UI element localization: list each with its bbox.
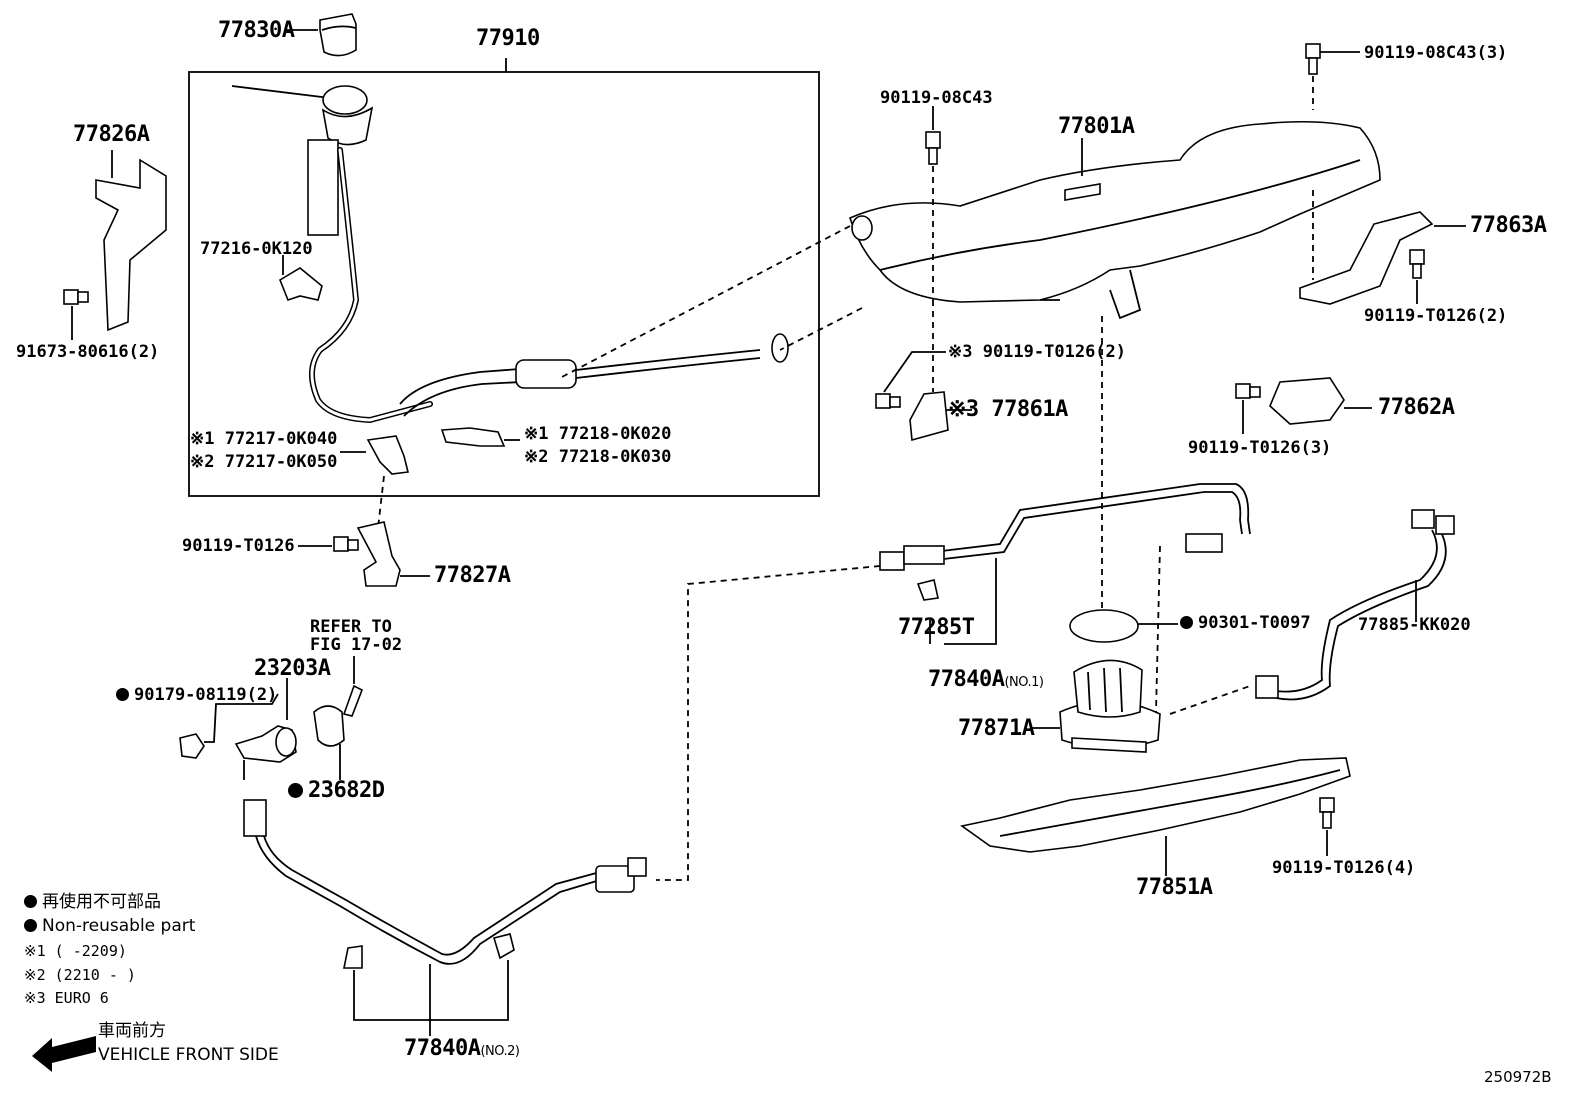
non-reusable-dot-icon [116, 688, 129, 701]
label-90301-T0097[interactable]: 90301-T0097 [1180, 615, 1311, 632]
bolt-90119-T0126-4-part[interactable] [1319, 797, 1335, 829]
label-77840A-no1-sub: (NO.1) [1004, 675, 1044, 690]
label-90301-text: 90301-T0097 [1198, 613, 1311, 633]
bracket-77861A-part[interactable] [909, 391, 949, 442]
label-91673-80616[interactable]: 91673-80616(2) [16, 342, 160, 362]
stud-refer-part[interactable] [342, 684, 364, 717]
gasket-23682D-part[interactable] [313, 705, 345, 747]
non-reusable-dot-icon [288, 783, 303, 798]
harness-77885-part[interactable] [1255, 509, 1455, 701]
bracket-77863A-part[interactable] [1299, 211, 1434, 305]
label-90119-T0126-4[interactable]: 90119-T0126(4) [1272, 858, 1416, 878]
filler-pipe-part[interactable] [231, 85, 789, 424]
legend-non-reusable-en: Non-reusable part [24, 918, 195, 935]
label-77218-0K020[interactable]: ※1 77218-0K020 [524, 424, 672, 444]
label-77840A-no1-code: 77840A [928, 667, 1005, 692]
front-side-en: VEHICLE FRONT SIDE [98, 1045, 279, 1065]
label-77285T[interactable]: 77285T [898, 615, 975, 640]
label-77862A[interactable]: 77862A [1378, 395, 1455, 420]
clip-77216-part[interactable] [279, 267, 323, 301]
tube-77840A-no1-part[interactable] [879, 483, 1251, 571]
label-77216-0K120[interactable]: 77216-0K120 [200, 239, 313, 259]
label-77840A-no1[interactable]: 77840A(NO.1) [928, 667, 1044, 692]
label-77826A[interactable]: 77826A [73, 122, 150, 147]
front-arrow-icon [32, 1036, 96, 1072]
non-reusable-dot-icon [1180, 616, 1193, 629]
legend-en-text: Non-reusable part [42, 916, 196, 936]
label-77218-0K030[interactable]: ※2 77218-0K030 [524, 447, 672, 467]
label-77885-KK020[interactable]: 77885-KK020 [1358, 615, 1471, 635]
legend-note-2: ※2 (2210 - ) [24, 966, 136, 984]
label-77851A[interactable]: 77851A [1136, 875, 1213, 900]
bracket-77827A-part[interactable] [356, 521, 401, 587]
label-90119-T0126-2-right[interactable]: 90119-T0126(2) [1364, 306, 1508, 326]
cap-77830A-part[interactable] [319, 13, 357, 57]
non-reusable-dot-icon [24, 919, 37, 932]
legend-note-1: ※1 ( -2209) [24, 942, 127, 960]
assembly-box-77910 [188, 71, 820, 497]
pump-77871A-part[interactable] [1059, 659, 1161, 753]
bolt-90119-T0126-2-center-part[interactable] [875, 393, 901, 409]
valve-23203A-part[interactable] [234, 725, 297, 780]
label-90119-T0126-3[interactable]: 90119-T0126(3) [1188, 438, 1332, 458]
clip-77217-part[interactable] [366, 435, 409, 475]
label-23682D[interactable]: 23682D [288, 778, 385, 803]
label-77217-0K050[interactable]: ※2 77217-0K050 [190, 452, 338, 472]
legend-note-3: ※3 EURO 6 [24, 989, 109, 1007]
clip-77218-part[interactable] [440, 427, 506, 447]
bolt-90119-08C43-part[interactable] [925, 131, 941, 165]
label-23682D-text: 23682D [308, 778, 385, 803]
bolt-90119-08C43-3-part[interactable] [1305, 43, 1321, 75]
label-90119-T0126[interactable]: 90119-T0126 [182, 536, 295, 556]
label-90179-08119[interactable]: 90179-08119(2) [116, 687, 277, 704]
diagram-id: 250972B [1484, 1068, 1552, 1086]
label-77840A-no2[interactable]: 77840A(NO.2) [404, 1036, 520, 1061]
bolt-90119-T0126-3-part[interactable] [1235, 383, 1261, 399]
label-77863A[interactable]: 77863A [1470, 213, 1547, 238]
label-refer-to-line1[interactable]: REFER TO [310, 617, 392, 637]
non-reusable-dot-icon [24, 895, 37, 908]
legend-non-reusable-jp: 再使用不可部品 [24, 894, 161, 911]
tube-77840A-no2-part[interactable] [243, 799, 647, 969]
legend-jp-text: 再使用不可部品 [42, 892, 161, 912]
shield-77851A-part[interactable] [960, 757, 1351, 853]
nut-90179-part[interactable] [179, 733, 205, 759]
label-90179-text: 90179-08119(2) [134, 685, 278, 705]
label-refer-to-line2[interactable]: FIG 17-02 [310, 635, 403, 655]
label-77871A[interactable]: 77871A [958, 716, 1035, 741]
label-77217-0K040[interactable]: ※1 77217-0K040 [190, 429, 338, 449]
gasket-90301-part[interactable] [1069, 609, 1139, 643]
clip-77285T-part[interactable] [916, 579, 939, 601]
bolt-91673-part[interactable] [63, 289, 89, 305]
front-side-jp: 車両前方 [98, 1021, 166, 1041]
label-90119-08C43[interactable]: 90119-08C43 [880, 88, 993, 108]
label-77827A[interactable]: 77827A [434, 563, 511, 588]
label-77910[interactable]: 77910 [476, 26, 540, 51]
bolt-90119-T0126-part[interactable] [333, 536, 359, 552]
label-77861A[interactable]: ※3 77861A [948, 397, 1068, 422]
label-23203A[interactable]: 23203A [254, 656, 331, 681]
part-77862A[interactable] [1269, 377, 1345, 425]
label-77840A-no2-code: 77840A [404, 1036, 481, 1061]
label-77830A[interactable]: 77830A [218, 18, 295, 43]
bracket-77826A-part[interactable] [95, 158, 167, 332]
label-90119-08C43-3[interactable]: 90119-08C43(3) [1364, 43, 1508, 63]
label-77840A-no2-sub: (NO.2) [480, 1044, 520, 1059]
bolt-90119-T0126-2-right-part[interactable] [1409, 249, 1425, 279]
label-77801A[interactable]: 77801A [1058, 114, 1135, 139]
label-90119-T0126-2-center[interactable]: ※3 90119-T0126(2) [948, 342, 1127, 362]
